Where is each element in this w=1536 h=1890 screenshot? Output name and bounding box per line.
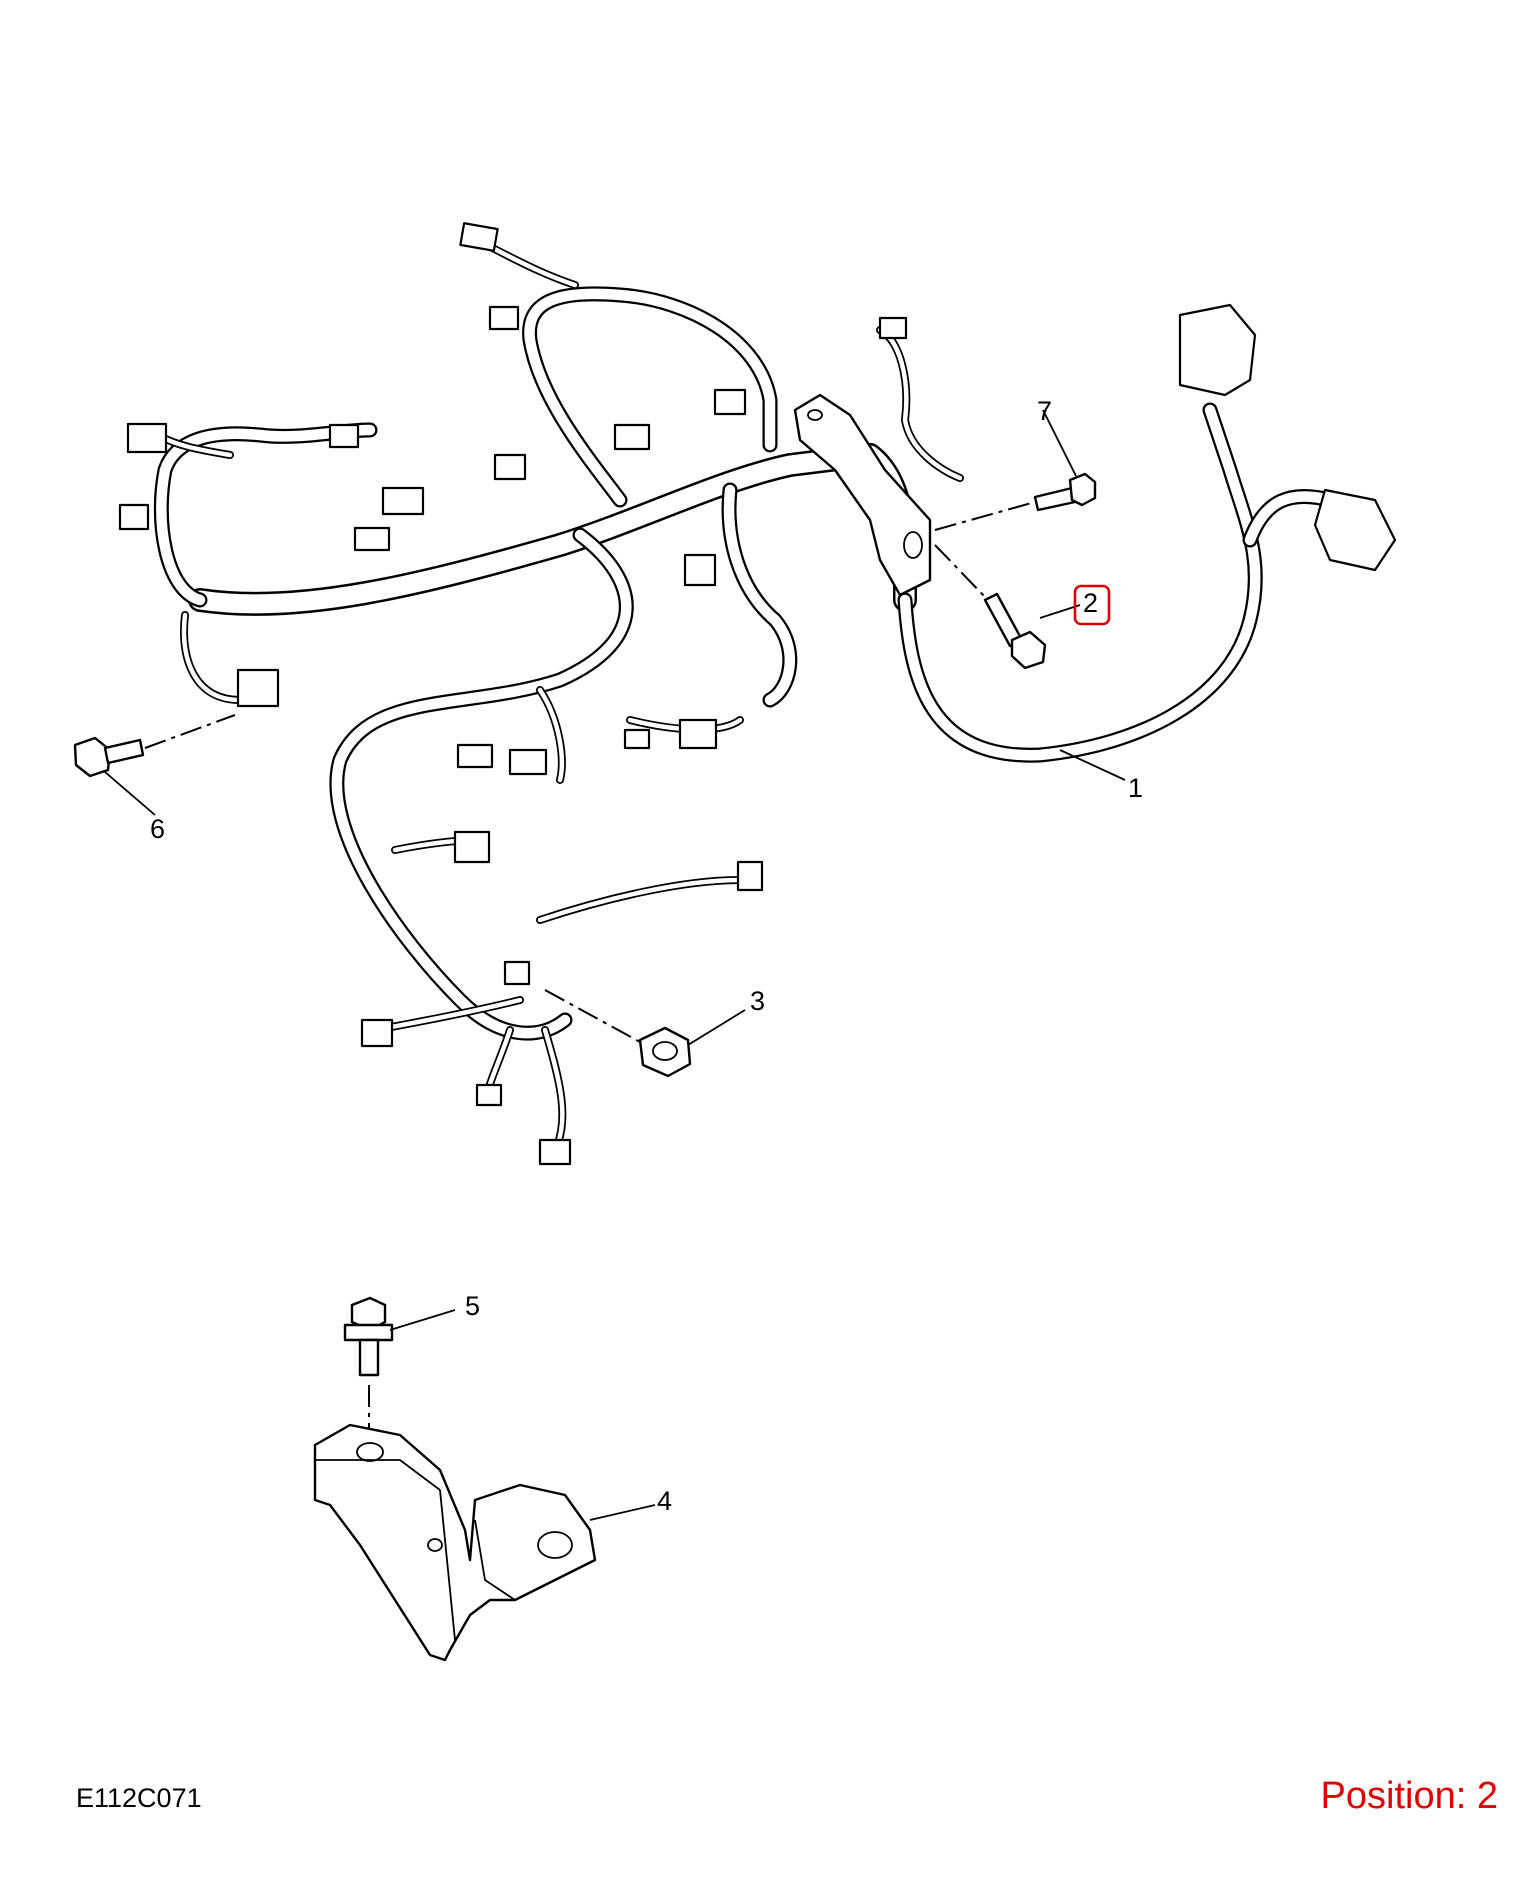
illustration-code: E112C071 xyxy=(76,1783,202,1813)
bolt-5[interactable] xyxy=(343,1296,394,1377)
callout-label-4[interactable]: 4 xyxy=(657,1486,672,1516)
position-indicator: Position: 2 xyxy=(1320,1775,1498,1817)
nut-3[interactable] xyxy=(638,1026,692,1078)
callout-label-1[interactable]: 1 xyxy=(1128,773,1143,803)
bolt-6[interactable] xyxy=(73,736,145,778)
bolt-7[interactable] xyxy=(1033,472,1097,512)
callout-label-6[interactable]: 6 xyxy=(150,814,165,844)
callout-label-5[interactable]: 5 xyxy=(465,1291,480,1321)
callout-label-7[interactable]: 7 xyxy=(1037,396,1052,426)
wiring-harness[interactable] xyxy=(118,222,1397,1166)
callout-highlight-box xyxy=(1073,584,1111,626)
callout-label-2[interactable]: 2 xyxy=(1083,588,1098,618)
bracket-4[interactable] xyxy=(313,1423,597,1662)
bolt-2[interactable] xyxy=(983,592,1047,670)
callout-label-3[interactable]: 3 xyxy=(750,986,765,1016)
